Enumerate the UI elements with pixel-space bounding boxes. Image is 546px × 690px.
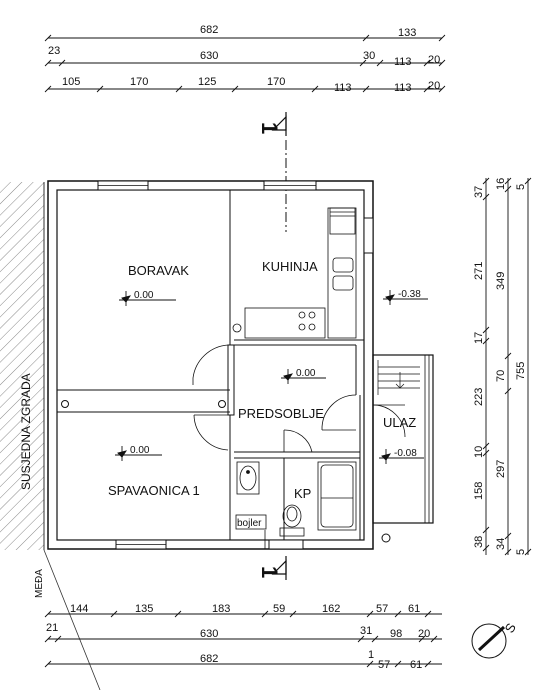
- dim-bottom-2-0: 21: [46, 622, 58, 634]
- dim-bottom-2-1: 630: [200, 628, 218, 640]
- dim-bottom-2-3: 98: [390, 628, 402, 640]
- dim-bottom-1-4: 162: [322, 603, 340, 615]
- room-label-bedroom: SPAVAONICA 1: [108, 483, 200, 498]
- dim-right-2-0: 16: [495, 178, 507, 190]
- boundary-label: MEĐA: [34, 569, 45, 598]
- bottom-dimension-chains: [44, 610, 442, 668]
- room-label-hall: PREDSOBLJE: [238, 406, 324, 421]
- dim-right-1-8: 34: [495, 538, 507, 550]
- neighbor-building-hatch: [0, 182, 44, 550]
- dim-right-1-1: 271: [473, 262, 485, 280]
- room-label-entrance: ULAZ: [383, 415, 416, 430]
- level-bedroom: 0.00: [130, 445, 150, 456]
- level-entrance: -0.08: [394, 448, 417, 459]
- level-markers: [115, 290, 428, 464]
- dim-bottom-3-1: 1: [368, 649, 374, 661]
- neighbor-building-label: SUSJEDNA ZGRADA: [19, 373, 33, 490]
- dim-bottom-1-0: 144: [70, 603, 88, 615]
- dim-right-1-7: 38: [473, 536, 485, 548]
- dim-top-2-3: 113: [394, 56, 412, 68]
- dim-top-3-0: 105: [62, 76, 80, 88]
- dim-bottom-1-2: 183: [212, 603, 230, 615]
- dim-bottom-3-2: 57: [378, 659, 390, 671]
- dim-top-2-2: 30: [363, 50, 375, 62]
- walls: [47, 180, 434, 550]
- level-hall: 0.00: [296, 368, 316, 379]
- svg-text:1: 1: [257, 566, 282, 578]
- right-dimension-chains: [482, 177, 532, 556]
- dim-top-3-3: 170: [267, 76, 285, 88]
- dim-right-1-2: 17: [473, 332, 485, 344]
- dim-top-3-6: 20: [428, 80, 440, 92]
- boundary-line: [43, 549, 101, 690]
- level-kitchen-outside: -0.38: [398, 289, 421, 300]
- room-label-kitchen: KUHINJA: [262, 259, 318, 274]
- dim-right-2-2: 70: [495, 370, 507, 382]
- dim-top-2-1: 630: [200, 50, 218, 62]
- dim-right-1-5: 297: [495, 460, 507, 478]
- dim-right-2-3: 755: [515, 362, 527, 380]
- svg-text:1: 1: [257, 122, 282, 134]
- dim-right-2-1: 349: [495, 272, 507, 290]
- dim-right-1-3: 223: [473, 388, 485, 406]
- dim-top-3-4: 113: [334, 82, 352, 94]
- dim-right-1-6: 158: [473, 482, 485, 500]
- kitchen-fixtures: [232, 207, 357, 339]
- dim-top-3-1: 170: [130, 76, 148, 88]
- dim-top-3-2: 125: [198, 76, 216, 88]
- dim-top-3-5: 113: [394, 82, 412, 94]
- section-marker-top: 1: [257, 112, 287, 232]
- dim-top-2-4: 20: [428, 54, 440, 66]
- dim-right-1-0: 37: [473, 186, 485, 198]
- dim-top-1-0: 682: [200, 24, 218, 36]
- dim-bottom-1-3: 59: [273, 603, 285, 615]
- dim-bottom-2-4: 20: [418, 628, 430, 640]
- dim-right-1-9: 5: [515, 549, 527, 555]
- fixture-label-boiler: bojler: [237, 518, 262, 529]
- north-arrow: S: [471, 620, 519, 659]
- level-living: 0.00: [134, 290, 154, 301]
- dim-top-1-1: 133: [398, 27, 416, 39]
- top-dimension-chains: [44, 34, 446, 93]
- room-label-living: BORAVAK: [128, 263, 189, 278]
- doors: [192, 344, 406, 453]
- dim-right-1-4: 10: [473, 446, 485, 458]
- dim-bottom-3-3: 61: [410, 659, 422, 671]
- dim-bottom-1-6: 61: [408, 603, 420, 615]
- dim-bottom-1-1: 135: [135, 603, 153, 615]
- section-marker-bottom: 1: [257, 556, 287, 580]
- room-label-bathroom: KP: [294, 486, 311, 501]
- dim-bottom-2-2: 31: [360, 625, 372, 637]
- dim-top-2-0: 23: [48, 45, 60, 57]
- dim-bottom-3-0: 682: [200, 653, 218, 665]
- dim-bottom-1-5: 57: [376, 603, 388, 615]
- bathroom-fixtures: [235, 461, 357, 537]
- dim-right-2-4: 5: [515, 184, 527, 190]
